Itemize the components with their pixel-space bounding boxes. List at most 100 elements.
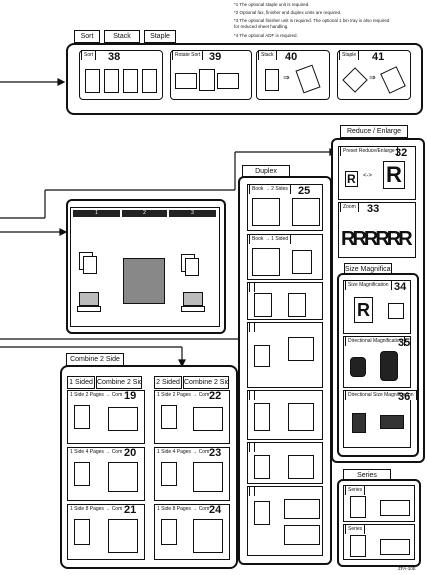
combine-page [193, 462, 223, 492]
directional-magnification-tab: Directional Magnification [345, 336, 406, 346]
series-page [380, 539, 410, 555]
combine-page-ref: 23 [209, 447, 222, 459]
duplex-page [288, 293, 306, 317]
duplex-page [284, 525, 320, 545]
document-icon [83, 256, 97, 274]
machine-column-3: 3 [169, 210, 216, 217]
reduce-enlarge-symbol: <-> [363, 173, 373, 179]
stack-card: Stack 40 ⇒ [256, 50, 330, 100]
tab-staple: Staple [144, 30, 176, 43]
combine-page [74, 405, 90, 429]
series-card: Series [343, 524, 415, 560]
staple-card-tab: Staple [339, 50, 360, 60]
series-card-tab: Series [345, 524, 366, 534]
stack-card-tab: Stack [258, 50, 277, 60]
arrow-icon: ⇒ [369, 73, 376, 82]
combine-page [74, 462, 90, 486]
duplex-card-tab [249, 322, 255, 332]
combine-page-ref: 21 [124, 504, 137, 516]
rotate-sort-page [217, 73, 239, 89]
duplex-card-tab: Book → 1 Sided [249, 234, 292, 244]
combine-page-ref: 20 [124, 447, 137, 459]
zoom-letters: RRRRRR [341, 228, 413, 250]
size-magnification-card: Size Magnification 34 R [343, 280, 411, 334]
rotate-sort-card-tab: Rotate Sort [172, 50, 204, 60]
series-page [380, 500, 410, 516]
combine-page-ref: 19 [124, 390, 137, 402]
sort-card: Sort 38 [79, 50, 163, 100]
duplex-page [252, 248, 280, 276]
series-page [350, 535, 366, 557]
stack-page [295, 64, 321, 94]
sort-card-tab: Sort [81, 50, 97, 60]
zoom-page-ref: 33 [367, 203, 380, 215]
combine-card: 1 Side 2 Pages → Combine 1 Side 19 [67, 390, 145, 444]
duplex-card: Book → 2 Sides 25 [247, 184, 323, 231]
directional-size-magnification-tab: Directional Size Magnification [345, 390, 417, 400]
combine-card: 1 Side 4 Pages → Combine 2 Side 23 [154, 447, 230, 501]
preset-reduce-enlarge-page-ref: 32 [395, 147, 408, 159]
duplex-card-tab [249, 486, 255, 496]
combine-page [193, 407, 223, 431]
footer-code: ZFA-10E [398, 566, 416, 571]
shape-icon [352, 413, 366, 433]
combine-card: 1 Side 8 Pages → Combine 2 Side 24 [154, 504, 230, 560]
series-card: Series [343, 485, 415, 522]
duplex-page [288, 337, 314, 361]
combine-page [108, 519, 138, 553]
staple-card: Staple 41 ⇒ [337, 50, 411, 100]
combine-page [74, 519, 90, 545]
sort-page [142, 69, 157, 93]
size-magnification-page [388, 303, 404, 319]
duplex-card [247, 322, 323, 388]
rotate-sort-card: Rotate Sort 39 [170, 50, 252, 100]
machine-column-2: 2 [122, 210, 167, 217]
combine-card-label: 1 Side 8 Pages → Combine 2 Side [157, 506, 209, 512]
footnote-1: *1 The optional staple unit is required. [234, 2, 310, 7]
combine-page [161, 462, 177, 486]
duplex-page [288, 403, 314, 431]
duplex-page [254, 501, 270, 525]
reduce-enlarge-tab: Reduce / Enlarge [340, 125, 408, 138]
duplex-page [288, 455, 314, 479]
duplex-card [247, 442, 323, 484]
duplex-page [292, 198, 320, 226]
combine-card-label: 1 Side 4 Pages → Combine 1 Side [70, 449, 122, 455]
sort-page [85, 69, 100, 93]
combine-card-label: 1 Side 2 Pages → Combine 2 Side [157, 392, 209, 398]
enlarge-letter: R [383, 161, 405, 189]
shape-icon [380, 415, 404, 429]
preset-reduce-enlarge-tab: Preset Reduce/Enlarge [340, 146, 398, 156]
computer-icon [183, 292, 203, 306]
duplex-page [254, 293, 272, 317]
combine-card-label: 1 Side 2 Pages → Combine 1 Side [70, 392, 122, 398]
staple-page-ref: 41 [372, 51, 385, 63]
duplex-page [292, 250, 312, 274]
footnote-2: *2 Optional fax, finisher and duplex uni… [234, 10, 342, 15]
stack-page [265, 69, 279, 91]
size-magnification-card-tab: Size Magnification [345, 280, 392, 290]
zoom-tab: Zoom [340, 202, 359, 212]
footnote-3: *3 The optional finisher unit is require… [234, 18, 390, 23]
directional-size-magnification-page-ref: 36 [398, 391, 411, 403]
combine-card: 1 Side 8 Pages → Combine 1 Side 21 [67, 504, 145, 560]
cylinder-icon [350, 357, 366, 377]
size-magnification-page-ref: 34 [394, 281, 407, 293]
combine-page [193, 519, 223, 553]
duplex-page [284, 499, 320, 519]
duplex-page [254, 455, 270, 479]
duplex-card [247, 390, 323, 440]
reduce-letter: R [345, 171, 358, 187]
rotate-sort-page [199, 69, 215, 91]
rotate-sort-page-ref: 39 [209, 51, 222, 63]
duplex-page [254, 345, 270, 367]
computer-icon [79, 292, 99, 306]
combine-card-label: 1 Side 4 Pages → Combine 2 Side [157, 449, 209, 455]
combine-page [161, 519, 177, 545]
duplex-page [254, 403, 270, 431]
combine-tab-2-sided: 2 Sided [154, 376, 182, 389]
duplex-card-tab [249, 390, 255, 400]
machine-panel-inner: 1 2 3 [70, 207, 220, 327]
document-icon [185, 258, 199, 276]
sort-page-ref: 38 [108, 51, 121, 63]
